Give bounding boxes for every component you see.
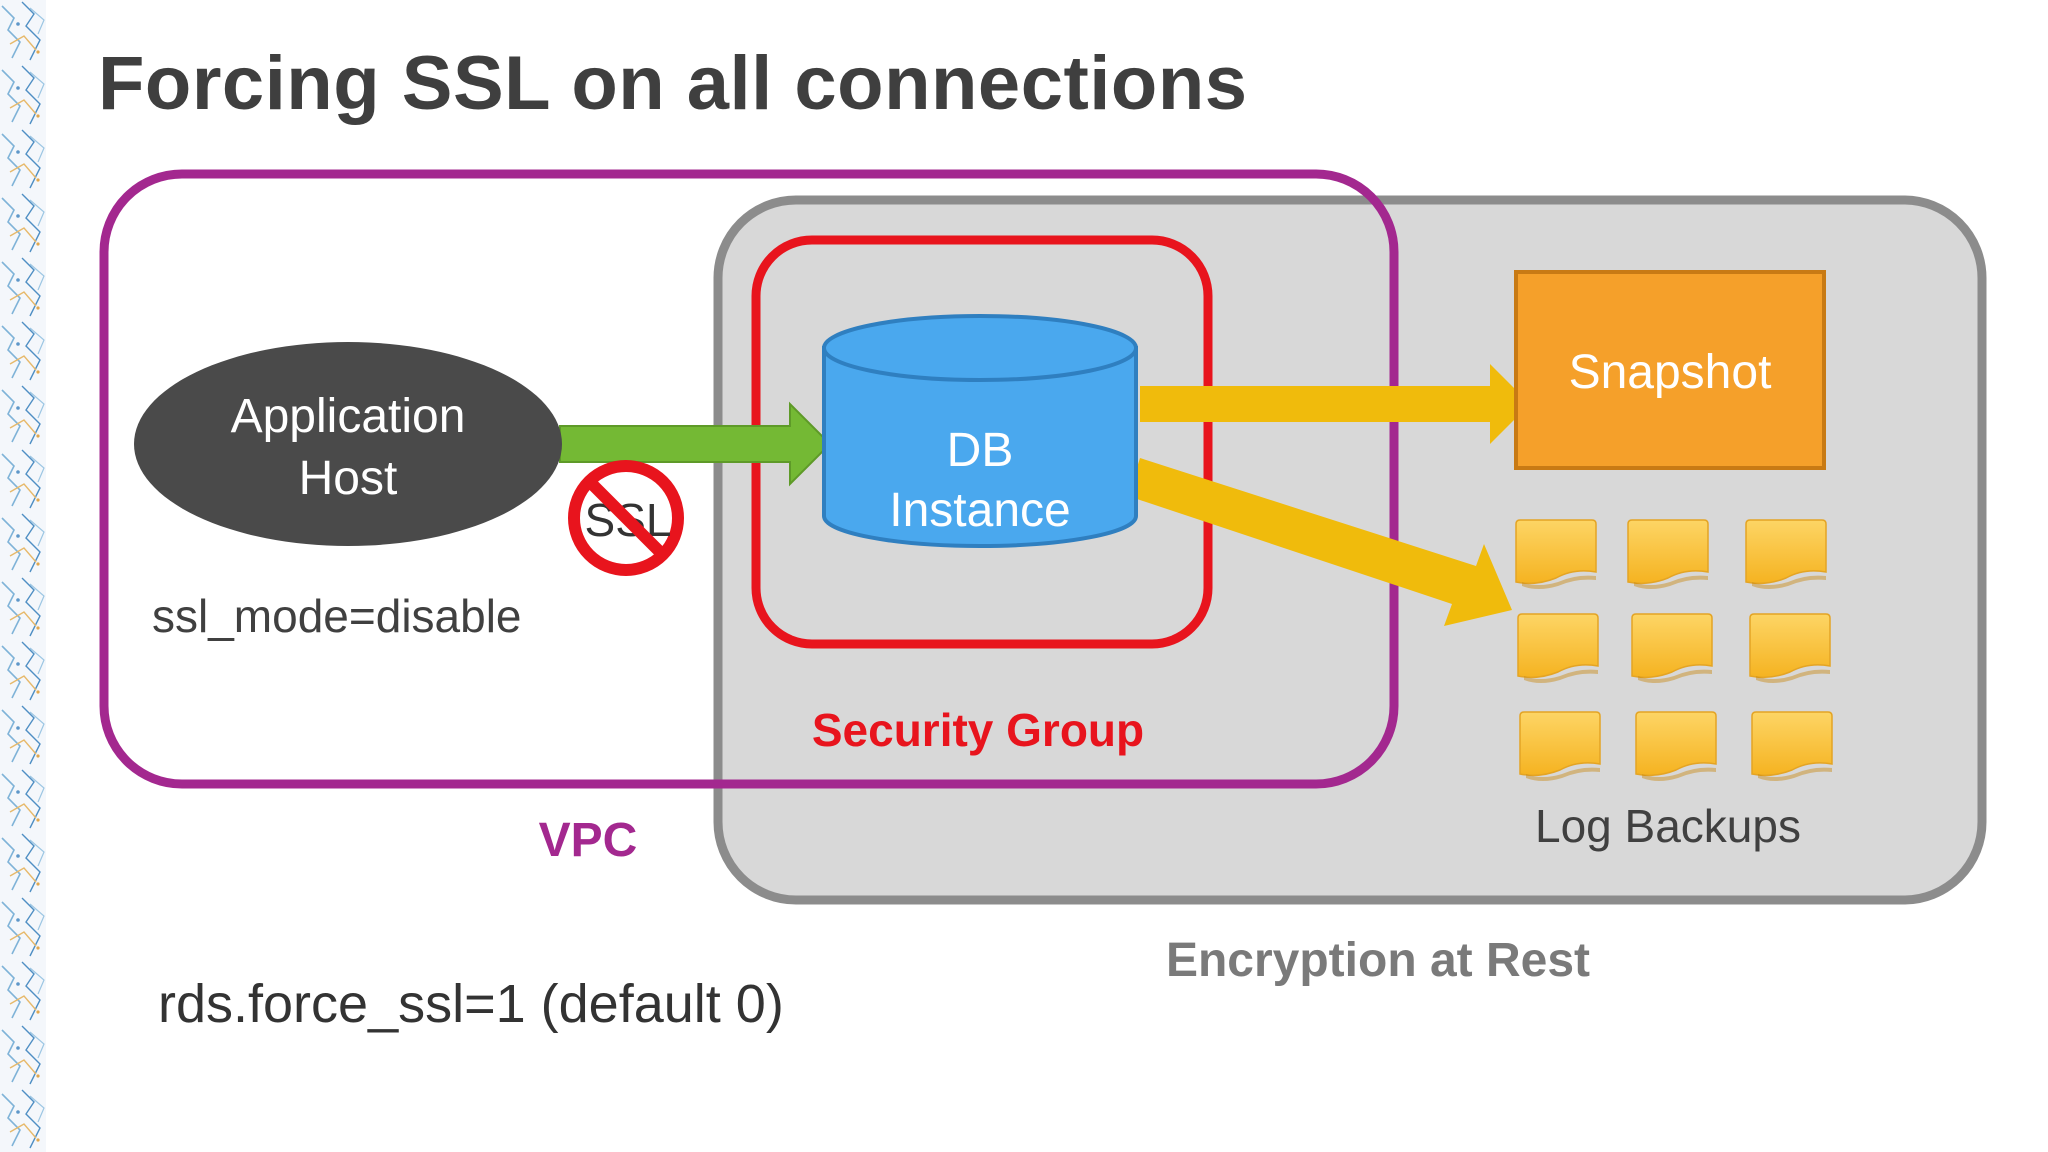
snapshot-arrow	[1140, 364, 1530, 444]
note-icon	[1631, 613, 1713, 684]
encryption-at-rest-label: Encryption at Rest	[1166, 934, 1590, 987]
note-icon	[1517, 613, 1599, 684]
application-host-node	[134, 342, 562, 546]
note-icon	[1635, 711, 1717, 782]
security-group-label: Security Group	[812, 704, 1144, 756]
application-host-label-line2: Host	[299, 452, 398, 505]
log-backup-arrow	[1128, 458, 1512, 626]
slide-title: Forcing SSL on all connections	[98, 41, 1248, 126]
database-cylinder-icon	[822, 314, 1138, 548]
connection-arrow	[559, 401, 832, 487]
log-backups-group	[1515, 519, 1833, 782]
vpc-boundary	[99, 169, 1399, 789]
note-icon	[1519, 711, 1601, 782]
prohibited-icon: SSL	[568, 460, 684, 576]
decorative-left-strip	[0, 0, 46, 1152]
note-icon	[1745, 519, 1827, 590]
snapshot-node	[1514, 270, 1826, 470]
snapshot-label: Snapshot	[1569, 346, 1772, 399]
force-ssl-parameter: rds.force_ssl=1 (default 0)	[158, 974, 784, 1034]
note-icon	[1515, 519, 1597, 590]
note-icon	[1751, 711, 1833, 782]
ssl-mode-label: ssl_mode=disable	[152, 590, 522, 642]
application-host-label-line1: Application	[231, 390, 466, 443]
note-icon	[1627, 519, 1709, 590]
vpc-label: VPC	[539, 814, 638, 867]
db-instance-label-line2: Instance	[889, 484, 1070, 537]
db-instance-label-line1: DB	[947, 424, 1014, 477]
log-backups-label: Log Backups	[1535, 800, 1801, 852]
note-icon	[1749, 613, 1831, 684]
